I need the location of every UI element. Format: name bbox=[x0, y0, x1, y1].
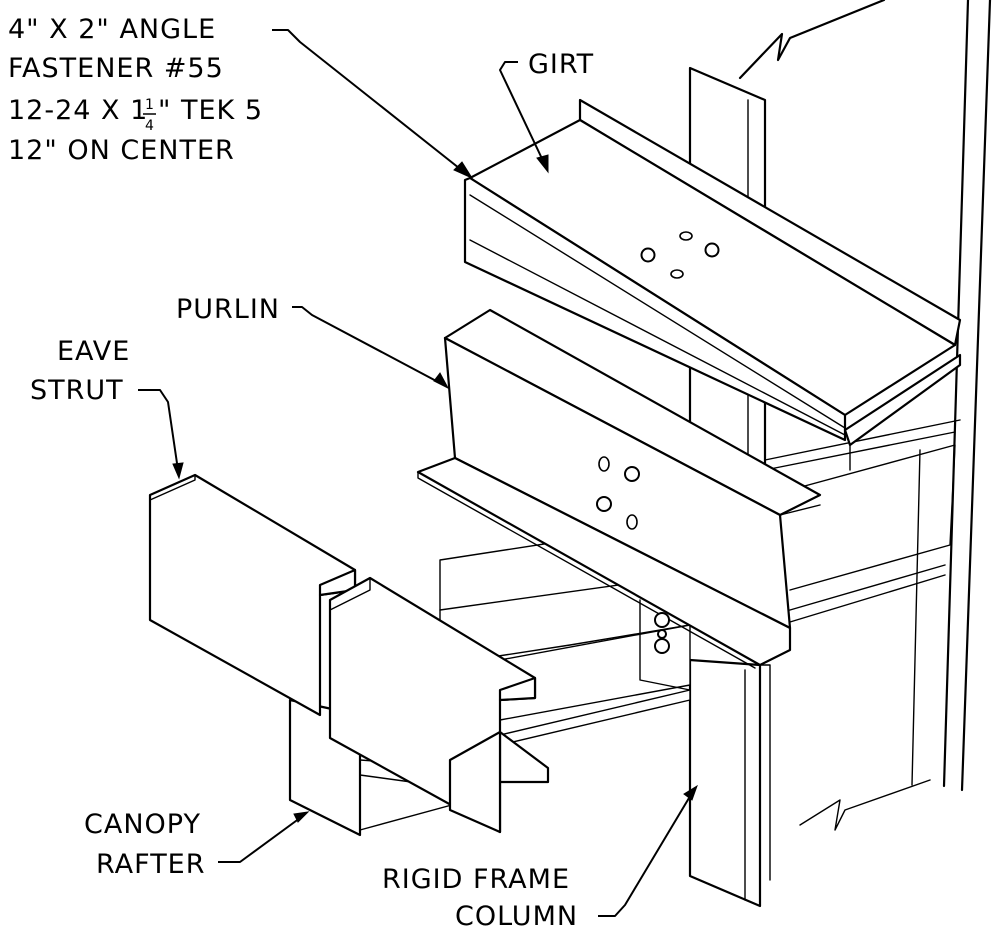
angle-label-line4: 12" ON CENTER bbox=[8, 135, 235, 166]
purlin-label: PURLIN bbox=[176, 294, 280, 325]
angle-label-line3-a: 12-24 X 1 bbox=[8, 95, 148, 126]
girt-label: GIRT bbox=[528, 49, 594, 80]
canopy-rafter-label-line1: CANOPY bbox=[84, 809, 201, 840]
angle-label-line3-b: " TEK 5 bbox=[158, 95, 263, 126]
column-label-line1: RIGID FRAME bbox=[382, 864, 570, 895]
angle-label-fraction-den: 4 bbox=[145, 118, 155, 134]
eave-strut bbox=[148, 473, 357, 721]
leader-girt bbox=[499, 61, 549, 174]
eave-strut-label-line1: EAVE bbox=[57, 336, 130, 367]
leader-eave-strut bbox=[138, 389, 184, 480]
purlin bbox=[416, 308, 822, 669]
eave-strut-front bbox=[328, 576, 550, 834]
wall-line bbox=[738, 0, 992, 831]
rafter-beam bbox=[439, 419, 961, 786]
leader-canopy-rafter bbox=[218, 811, 310, 863]
angle-label-line3: 12-24 X 1 bbox=[8, 95, 148, 126]
leader-purlin bbox=[292, 306, 450, 390]
eave-strut-label-line2: STRUT bbox=[30, 375, 124, 406]
column-label-line2: COLUMN bbox=[455, 901, 578, 926]
angle-label-line1: 4" X 2" ANGLE bbox=[8, 14, 216, 45]
column-bolts bbox=[654, 612, 670, 654]
girt bbox=[463, 98, 962, 471]
angle-label-fraction-num: 1 bbox=[145, 97, 155, 113]
label-angle-fastener: 4" X 2" ANGLE FASTENER #55 12-24 X 1 1 4… bbox=[8, 14, 263, 166]
angle-label-line2: FASTENER #55 bbox=[8, 53, 224, 84]
canopy-rafter-label-line2: RAFTER bbox=[96, 849, 206, 880]
leader-angle bbox=[272, 29, 474, 180]
leader-column bbox=[598, 784, 698, 917]
